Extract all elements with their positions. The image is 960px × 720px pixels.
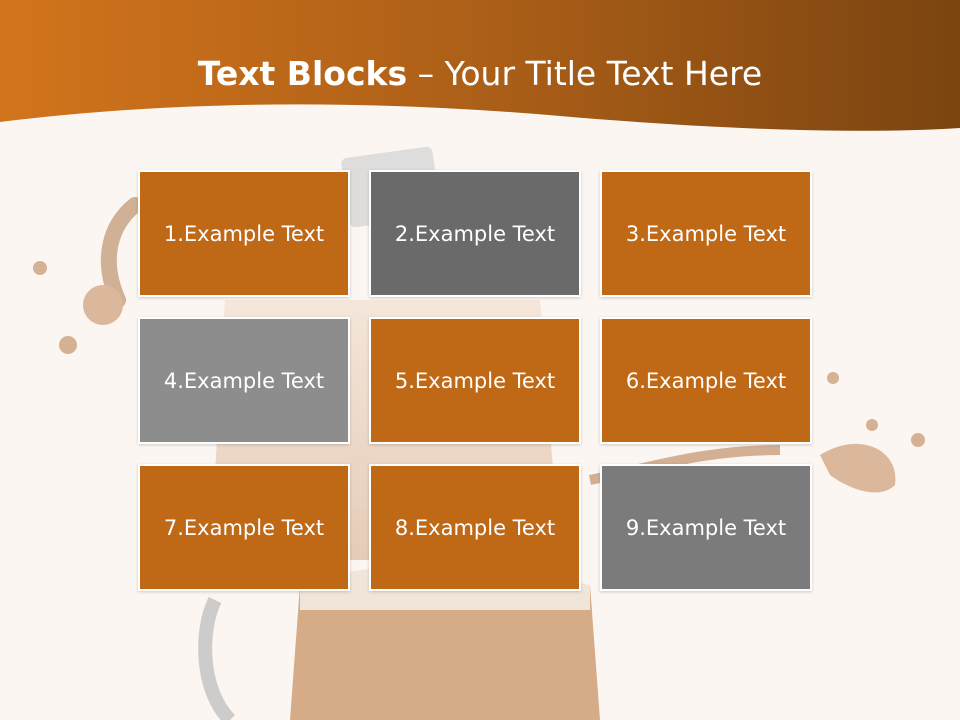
text-block-9[interactable]: 9.Example Text (600, 464, 812, 591)
text-block-6[interactable]: 6.Example Text (600, 317, 812, 444)
text-block-2[interactable]: 2.Example Text (369, 170, 581, 297)
title-separator: – (407, 54, 445, 93)
text-block-8[interactable]: 8.Example Text (369, 464, 581, 591)
slide-title: Text Blocks – Your Title Text Here (0, 54, 960, 94)
text-block-5[interactable]: 5.Example Text (369, 317, 581, 444)
text-block-4[interactable]: 4.Example Text (138, 317, 350, 444)
title-banner (0, 0, 960, 131)
text-block-grid: 1.Example Text 2.Example Text 3.Example … (138, 170, 812, 591)
text-block-7[interactable]: 7.Example Text (138, 464, 350, 591)
title-rest: Your Title Text Here (444, 54, 763, 93)
text-block-3[interactable]: 3.Example Text (600, 170, 812, 297)
title-bold: Text Blocks (197, 54, 408, 93)
text-block-1[interactable]: 1.Example Text (138, 170, 350, 297)
